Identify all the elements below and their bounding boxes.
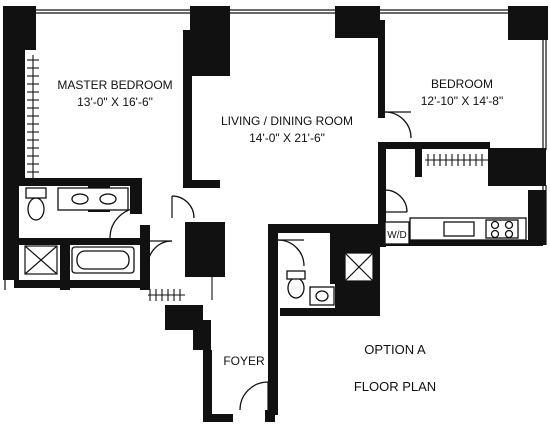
option-label: OPTION A — [364, 342, 426, 357]
bedroom-size: 12'-10" X 14'-8" — [421, 94, 503, 108]
master-bedroom-label: MASTER BEDROOM — [57, 78, 172, 92]
doors — [109, 111, 412, 411]
washer-dryer-label: W/D — [387, 230, 406, 241]
interior-panels — [24, 245, 374, 282]
living-dining-size: 14'-0" X 21'-6" — [249, 131, 325, 145]
plan-title: FLOOR PLAN — [354, 379, 436, 394]
washer-dryer-box — [384, 221, 410, 245]
bedroom-label: BEDROOM — [431, 77, 493, 91]
fixtures — [25, 187, 527, 306]
closet-hatching — [27, 55, 488, 301]
living-dining-label: LIVING / DINING ROOM — [221, 114, 353, 128]
master-bedroom-size: 13'-0" X 16'-6" — [77, 95, 153, 109]
walls — [3, 6, 548, 422]
foyer-label: FOYER — [223, 354, 265, 368]
